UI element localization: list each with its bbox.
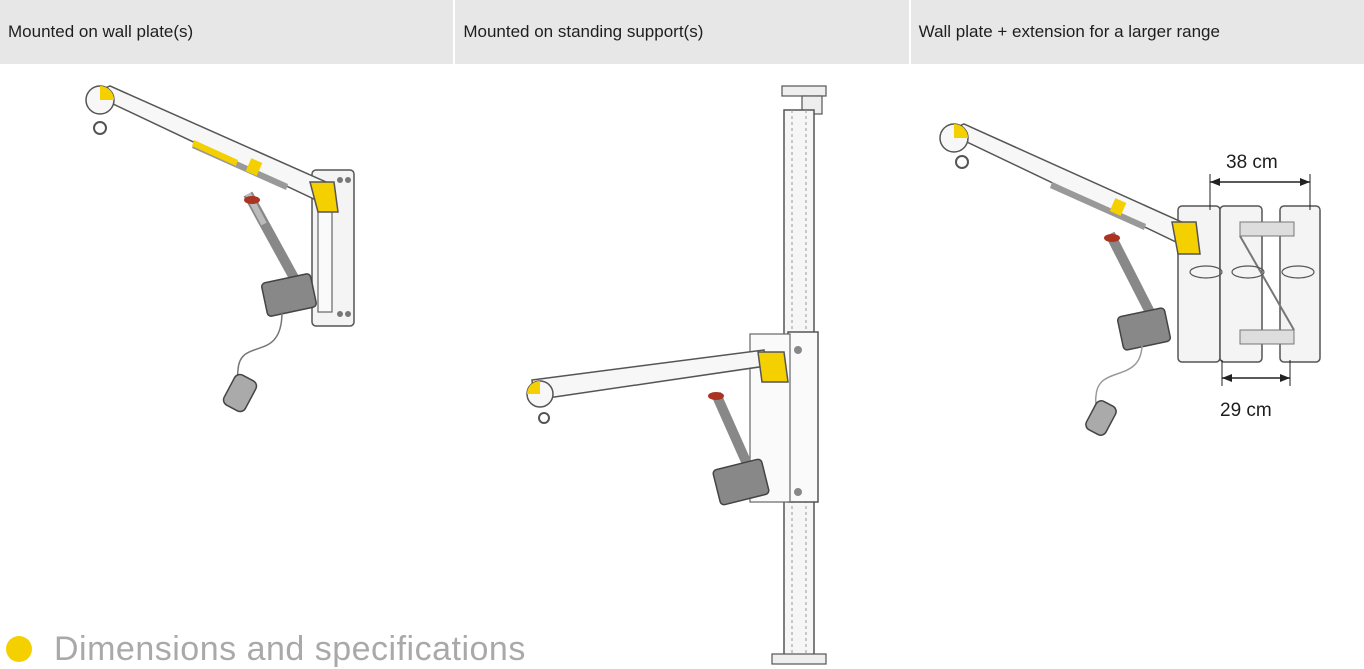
boom-arm-2 — [531, 349, 767, 401]
dimension-label-top: 38 cm — [1226, 152, 1278, 173]
joint-cap — [309, 181, 339, 213]
boom-arm-3 — [944, 123, 1188, 243]
section-title: Dimensions and specifications — [0, 629, 526, 669]
joint-cap-2 — [757, 351, 789, 383]
column-base — [771, 653, 827, 665]
wall-plate-illustration — [85, 85, 355, 413]
actuator-piston-3 — [1105, 231, 1161, 327]
extension-plate-middle — [1219, 205, 1263, 363]
column-title-wall-plate: Mounted on wall plate(s) — [0, 0, 456, 64]
boom-arm — [90, 85, 328, 201]
hand-control-3 — [1085, 400, 1117, 436]
section-bullet-icon — [6, 636, 32, 662]
panel-extension: 38 cm 29 cm — [910, 64, 1364, 666]
column-title-extension: Wall plate + extension for a larger rang… — [918, 22, 1220, 41]
column-header-bar: Mounted on wall plate(s) Mounted on stan… — [0, 0, 1364, 64]
section-title-text: Dimensions and specifications — [54, 629, 526, 668]
dimension-label-bottom: 29 cm — [1220, 400, 1272, 421]
actuator-motor-3 — [1116, 307, 1172, 351]
hand-control — [222, 373, 258, 413]
actuator-motor — [261, 273, 317, 317]
extension-illustration: 38 cm 29 cm — [939, 123, 1321, 436]
panel-standing-support — [454, 64, 910, 666]
joint-cap-3 — [1171, 221, 1201, 255]
column-title-standing-support: Mounted on standing support(s) — [455, 0, 911, 64]
panel-wall-plate — [0, 64, 454, 666]
mount-bracket — [787, 331, 819, 503]
standing-support-illustration — [526, 85, 827, 665]
actuator-motor-2 — [712, 458, 770, 506]
